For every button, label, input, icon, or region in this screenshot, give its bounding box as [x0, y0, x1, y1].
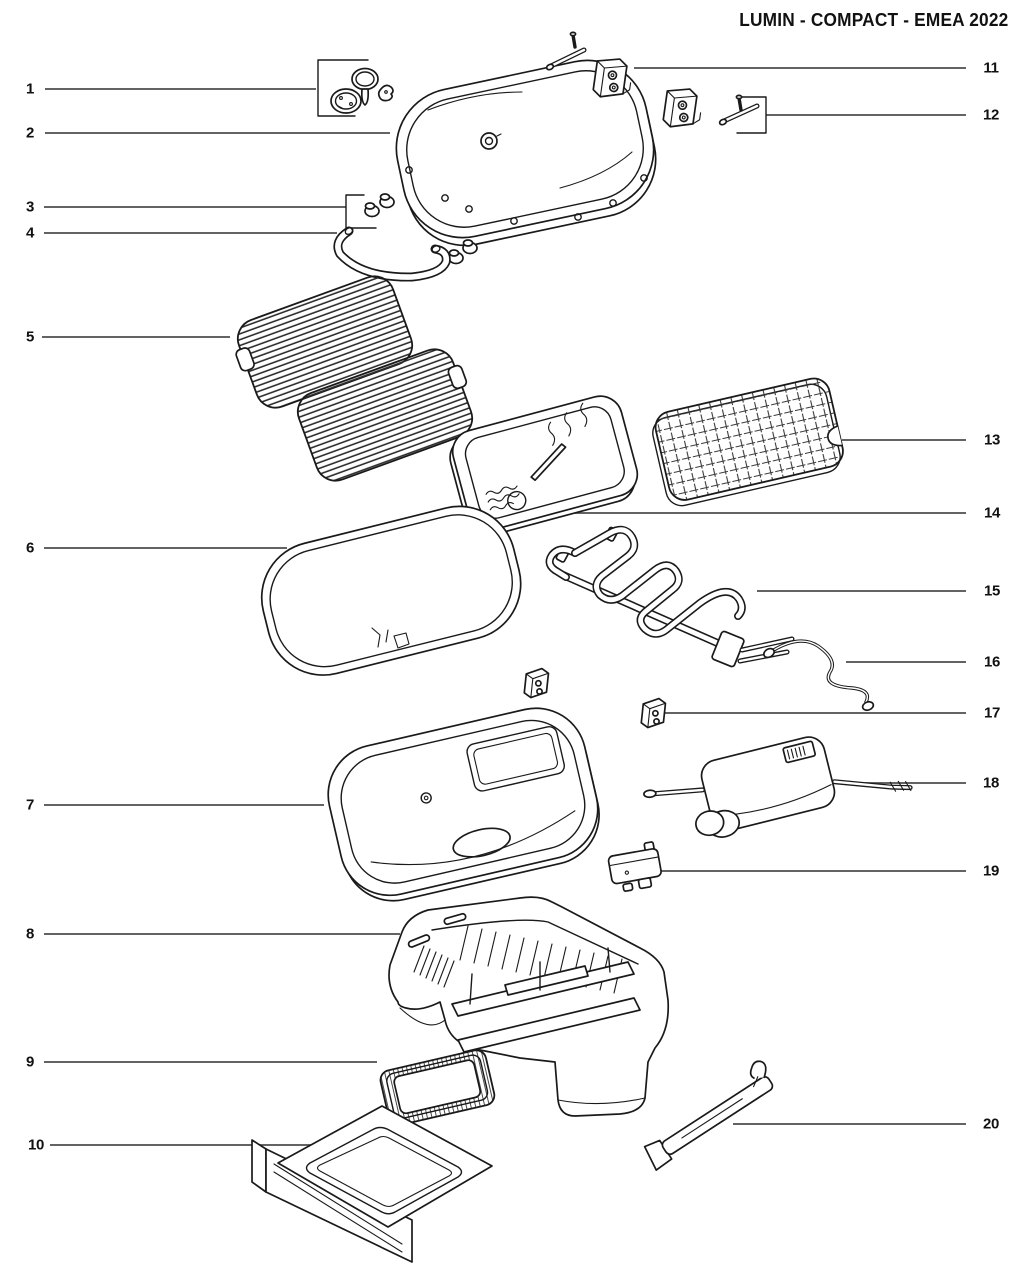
callout-2: 2 — [25, 124, 35, 142]
part-heating-element — [550, 527, 795, 668]
part-grease-tray-drawer — [251, 1105, 493, 1263]
callout-4: 4 — [25, 224, 35, 242]
part-lid-liner-panel — [260, 505, 522, 676]
grommet — [448, 249, 464, 265]
part-cooking-grates — [235, 275, 474, 482]
part-mounting-clips — [523, 667, 667, 729]
callout-20: 20 — [982, 1115, 1000, 1133]
part-control-module — [643, 736, 910, 838]
callout-17: 17 — [983, 704, 1001, 722]
callout-8: 8 — [25, 925, 35, 943]
callout-12: 12 — [982, 106, 1000, 124]
part-drip-pan — [379, 1049, 496, 1127]
callout-11: 11 — [983, 59, 999, 77]
callout-3: 3 — [25, 198, 35, 216]
callout-1: 1 — [25, 80, 35, 98]
callout-15: 15 — [983, 582, 1001, 600]
part-hinge-pins — [718, 94, 767, 134]
callout-9: 9 — [25, 1053, 35, 1071]
part-hinge-brackets — [545, 31, 702, 128]
callout-5: 5 — [25, 328, 35, 346]
part-scraper-tool — [643, 1060, 774, 1171]
callout-19: 19 — [982, 862, 1000, 880]
callout-14: 14 — [983, 504, 1001, 522]
page-title: LUMIN - COMPACT - EMEA 2022 — [738, 10, 1008, 30]
grommet — [379, 193, 395, 209]
callout-13: 13 — [983, 431, 1001, 449]
part-lid-handle — [338, 226, 446, 277]
grommet — [364, 202, 380, 218]
callout-18: 18 — [982, 774, 1000, 792]
leader-lines — [42, 67, 966, 1146]
part-steam-tray — [449, 395, 639, 537]
part-ground-wire — [762, 639, 875, 712]
part-cookbox — [327, 707, 600, 902]
part-grilling-rack — [652, 377, 844, 507]
grommet — [462, 239, 478, 255]
part-control-knob-and-bezel — [317, 59, 394, 117]
part-power-connector — [607, 841, 662, 892]
part-lid — [395, 59, 657, 247]
callout-6: 6 — [25, 539, 35, 557]
base-hatch — [413, 945, 455, 988]
part-base-cradle — [388, 896, 670, 1117]
callout-10: 10 — [27, 1136, 45, 1154]
callout-16: 16 — [983, 653, 1001, 671]
part-grommets — [345, 193, 478, 265]
callout-7: 7 — [25, 796, 35, 814]
